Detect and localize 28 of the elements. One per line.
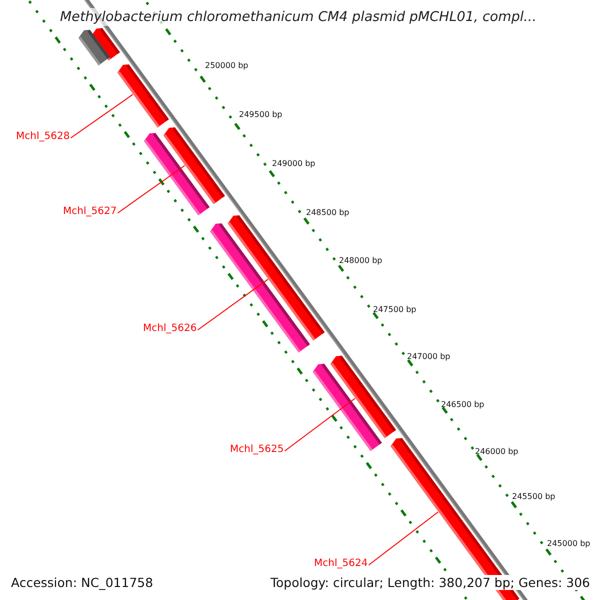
gene-bar — [164, 127, 225, 204]
scale-tick-label: 246500 bp — [441, 400, 484, 410]
gene-bar — [78, 30, 110, 66]
scale-tick-label: 247500 bp — [373, 305, 416, 315]
gene-bar — [330, 356, 396, 438]
gene-bar — [228, 215, 325, 341]
gene-label: Mchl_5624 — [314, 558, 368, 570]
scale-tick-label: 246000 bp — [475, 447, 518, 457]
leader-line — [70, 94, 134, 138]
gene-label: Mchl_5626 — [143, 323, 197, 335]
scale-tick-label: 248500 bp — [306, 208, 350, 218]
scale-tick-label: 247000 bp — [407, 352, 450, 362]
scale-tick-label: 249500 bp — [239, 110, 282, 120]
gene-bar — [117, 64, 169, 128]
scale-tick-label: 249000 bp — [272, 159, 316, 169]
scale-tick-label: 245000 bp — [547, 539, 590, 549]
gene-label: Mchl_5625 — [230, 444, 284, 456]
gene-label: Mchl_5627 — [63, 206, 117, 218]
leader-line — [284, 398, 356, 452]
scale-tick-label: 250000 bp — [205, 61, 248, 71]
scale-tick-label: 248000 bp — [339, 256, 382, 266]
leader-line — [117, 165, 186, 214]
scale-tick-label: 245500 bp — [512, 492, 556, 502]
leader-line — [368, 512, 439, 566]
footer-text: Topology: circular; Length: 380,207 bp; Genes: 306 — [268, 575, 592, 590]
gene-label: Mchl_5628 — [16, 131, 70, 143]
leader-line — [197, 278, 268, 330]
footer-text: Accession: NC_011758 — [9, 575, 156, 590]
